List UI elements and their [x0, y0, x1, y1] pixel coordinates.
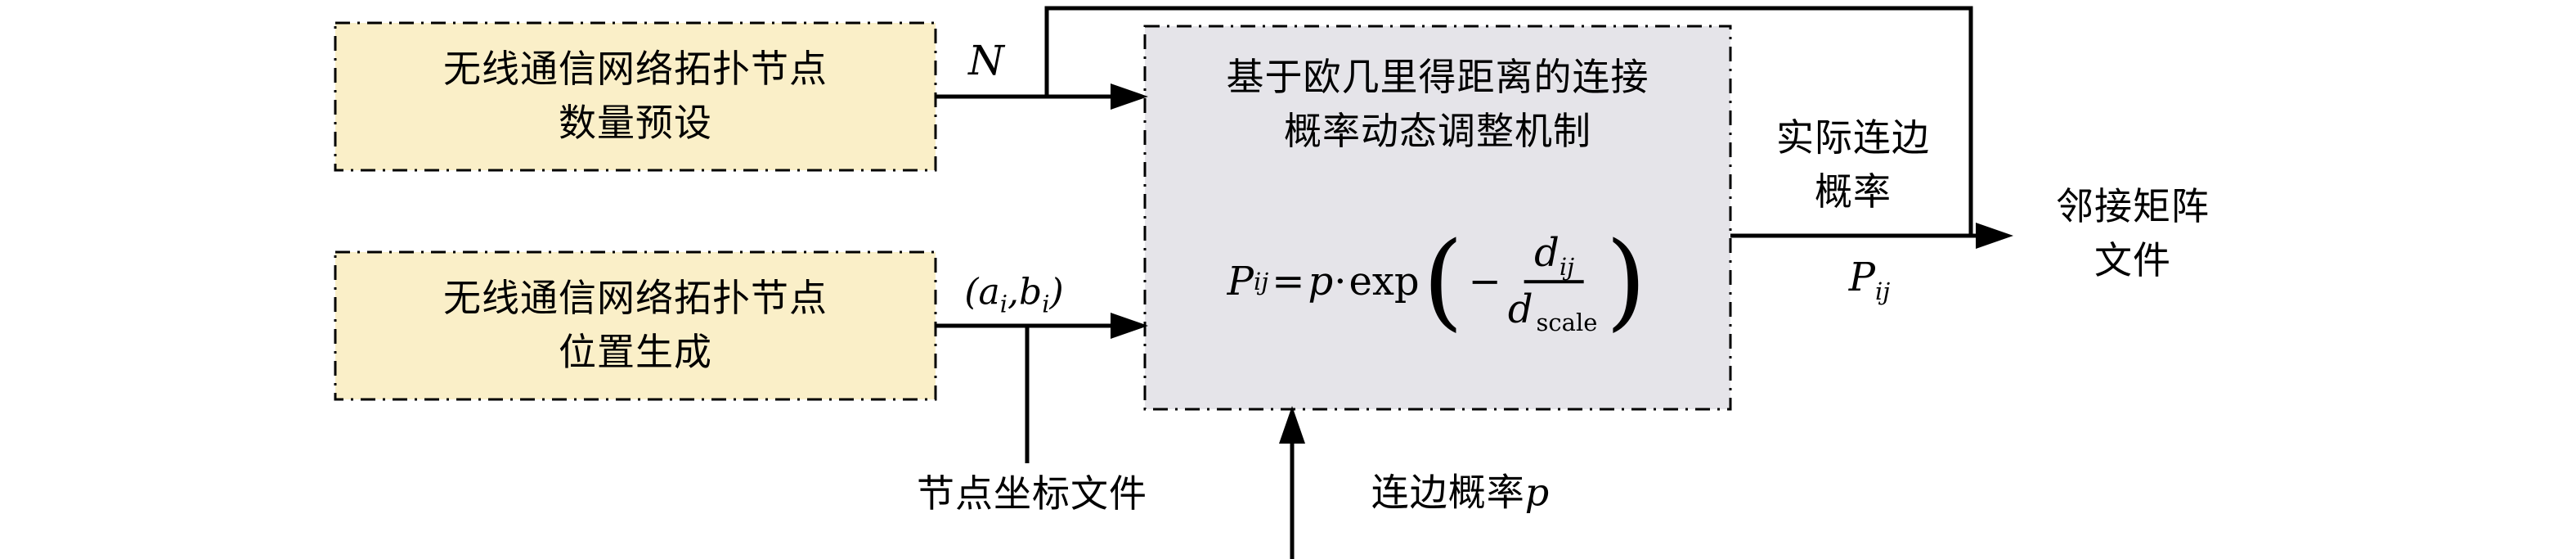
- formula-dot: ·: [1334, 259, 1347, 304]
- arrowhead-node-count: [1111, 83, 1148, 110]
- coords-b-sub: i: [1042, 290, 1050, 318]
- pij-base: P: [1848, 255, 1876, 301]
- coords-comma: ,: [1008, 271, 1020, 313]
- arrowhead-edge-prob: [1279, 406, 1305, 444]
- box-node-count-line1: 无线通信网络拓扑节点: [443, 48, 828, 90]
- coords-open: (: [964, 271, 979, 313]
- formula-num-base: d: [1534, 230, 1560, 277]
- box-mechanism-title-line1: 基于欧几里得距离的连接: [1226, 56, 1649, 98]
- box-node-position-line2: 位置生成: [559, 331, 712, 373]
- bypass-line-n: [1044, 6, 1973, 236]
- formula-lhs: P: [1227, 259, 1254, 304]
- box-mechanism: [1143, 25, 1732, 411]
- formula-minus: −: [1468, 259, 1501, 304]
- formula-equals: =: [1272, 259, 1305, 304]
- output-file-line1: 邻接矩阵: [2056, 186, 2210, 228]
- label-coords: (ai,bi): [964, 272, 1063, 318]
- coords-a: a: [978, 271, 1000, 313]
- formula-numerator: dij: [1524, 230, 1585, 283]
- coords-b: b: [1019, 271, 1043, 313]
- label-pij: Pij: [1849, 255, 1891, 305]
- formula-lparen-icon: (: [1422, 220, 1464, 342]
- formula-den-base: d: [1507, 286, 1533, 332]
- pij-sub: ij: [1875, 277, 1891, 305]
- box-node-position-label: 无线通信网络拓扑节点 位置生成: [443, 272, 828, 380]
- box-node-count-label: 无线通信网络拓扑节点 数量预设: [443, 43, 828, 151]
- coords-a-sub: i: [999, 290, 1008, 318]
- label-edge-prob: 连边概率p: [1371, 466, 1550, 521]
- box-mechanism-title: 基于欧几里得距离的连接 概率动态调整机制: [1227, 51, 1649, 159]
- output-file-line2: 文件: [2094, 240, 2171, 282]
- edge-prob-var: p: [1524, 470, 1551, 515]
- actual-prob-line2: 概率: [1815, 171, 1892, 213]
- box-mechanism-title-line2: 概率动态调整机制: [1284, 110, 1591, 152]
- actual-prob-line1: 实际连边: [1776, 117, 1930, 159]
- label-coord-file: 节点坐标文件: [917, 473, 1147, 515]
- label-output-file: 邻接矩阵 文件: [2056, 180, 2210, 288]
- arrowhead-output: [1976, 223, 2013, 249]
- box-node-count: [334, 21, 937, 172]
- box-node-position-line1: 无线通信网络拓扑节点: [443, 277, 828, 319]
- formula-num-sub: ij: [1559, 252, 1575, 281]
- coords-close: ): [1049, 271, 1064, 313]
- box-node-count-line2: 数量预设: [559, 102, 712, 144]
- label-n: N: [968, 37, 1004, 84]
- formula-coef: p: [1308, 259, 1334, 304]
- formula-den-sub: scale: [1536, 309, 1598, 337]
- arrowhead-node-position: [1111, 313, 1148, 339]
- formula-exp: exp: [1349, 259, 1420, 304]
- label-actual-prob: 实际连边 概率: [1776, 111, 1930, 219]
- formula-rparen-icon: ): [1605, 220, 1647, 342]
- edge-prob-text: 连边概率: [1371, 471, 1525, 514]
- box-node-position: [334, 250, 937, 401]
